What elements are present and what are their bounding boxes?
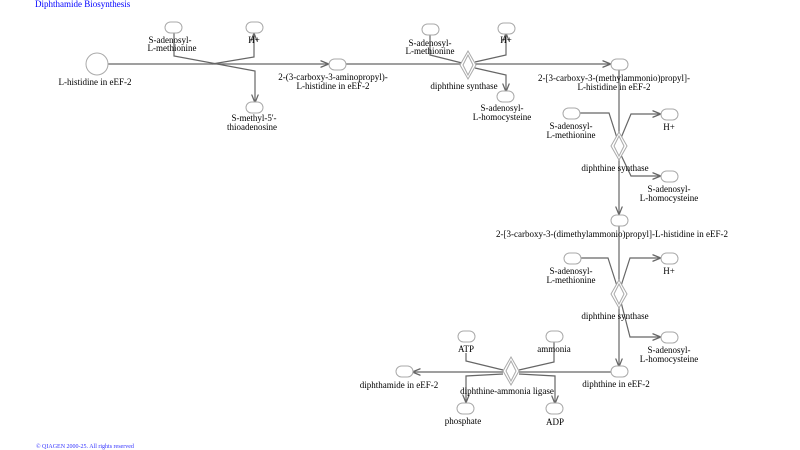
edge-h3: [620, 114, 660, 139]
node-label: L-histidine in eEF-2: [59, 77, 132, 87]
node-mta[interactable]: S-methyl-5'- thioadenosine: [227, 101, 277, 132]
node-diphthine[interactable]: diphthine in eEF-2: [582, 365, 650, 389]
enzyme-e3[interactable]: diphthine synthase: [581, 278, 649, 321]
edge-sah3: [620, 154, 660, 176]
enzyme-e4[interactable]: diphthine-ammonia ligase: [460, 355, 554, 396]
edge-sam4: [580, 257, 618, 287]
edge-phosphate: [466, 373, 504, 402]
enzyme-e2[interactable]: diphthine synthase: [581, 130, 649, 173]
node-sah4[interactable]: S-adenosyl- L-homocysteine: [640, 331, 698, 364]
node-label: L-homocysteine: [640, 354, 698, 364]
node-l-histidine[interactable]: L-histidine in eEF-2: [59, 52, 132, 87]
node-label: L-histidine in eEF-2: [297, 81, 370, 91]
enzyme-label: diphthine synthase: [430, 81, 497, 91]
node-acp[interactable]: 2-(3-carboxy-3-aminopropyl)- L-histidine…: [278, 58, 388, 91]
node-label: S-adenosyl-: [481, 103, 524, 113]
node-label: 2-[3-carboxy-3-(methylammonio)propyl]-: [538, 73, 690, 83]
enzyme-e1[interactable]: diphthine synthase: [430, 49, 498, 91]
node-label: S-adenosyl-: [550, 266, 593, 276]
node-label: ammonia: [537, 344, 571, 354]
node-h3[interactable]: H+: [660, 108, 679, 132]
node-di[interactable]: 2-[3-carboxy-3-(dimethylammonio)propyl]-…: [496, 214, 728, 239]
node-label: L-methionine: [148, 43, 197, 53]
node-adp[interactable]: ADP: [545, 402, 564, 427]
node-mono[interactable]: 2-[3-carboxy-3-(methylammonio)propyl]- L…: [538, 58, 690, 92]
node-sah3[interactable]: S-adenosyl- L-homocysteine: [640, 170, 698, 203]
node-sam4[interactable]: S-adenosyl- L-methionine: [547, 252, 596, 285]
enzyme-label: diphthine synthase: [581, 163, 648, 173]
node-label: H+: [663, 266, 675, 276]
node-label: H+: [500, 35, 512, 45]
node-label: thioadenosine: [227, 122, 277, 132]
node-label: L-methionine: [547, 275, 596, 285]
node-h2[interactable]: H+: [497, 22, 516, 45]
node-label: ADP: [546, 417, 564, 427]
node-label: S-methyl-5'-: [231, 113, 276, 123]
node-label: S-adenosyl-: [648, 345, 691, 355]
node-label: L-methionine: [547, 130, 596, 140]
node-label: H+: [248, 35, 260, 45]
edge-atp: [465, 353, 504, 371]
node-sah2[interactable]: S-adenosyl- L-homocysteine: [473, 90, 531, 122]
node-phosphate[interactable]: phosphate: [445, 402, 482, 426]
edge-sam2: [429, 35, 463, 64]
node-label: 2-(3-carboxy-3-aminopropyl)-: [278, 72, 387, 82]
node-diphthamide[interactable]: diphthamide in eEF-2: [360, 365, 439, 390]
node-label: L-homocysteine: [640, 193, 698, 203]
edge-h2: [474, 34, 506, 63]
node-label: ATP: [458, 344, 474, 354]
node-label: diphthamide in eEF-2: [360, 380, 439, 390]
edge-sam3: [579, 112, 618, 139]
node-label: S-adenosyl-: [149, 35, 192, 45]
node-h4[interactable]: H+: [660, 252, 679, 276]
edge-sah4: [620, 301, 660, 337]
node-label: L-histidine in eEF-2: [578, 82, 651, 92]
pathway-title[interactable]: Diphthamide Biosynthesis: [35, 0, 131, 9]
node-sam1[interactable]: S-adenosyl- L-methionine: [148, 21, 197, 53]
node-h1[interactable]: H+: [245, 21, 264, 45]
node-label: H+: [663, 122, 675, 132]
edge-ammonia: [518, 341, 555, 371]
enzyme-label: diphthine-ammonia ligase: [460, 386, 554, 396]
edge-h4: [620, 258, 660, 287]
node-label: diphthine in eEF-2: [582, 379, 650, 389]
node-label: L-methionine: [406, 46, 455, 56]
node-atp[interactable]: ATP: [457, 330, 476, 354]
edge-adp: [518, 373, 555, 403]
node-label: 2-[3-carboxy-3-(dimethylammonio)propyl]-…: [496, 229, 728, 239]
node-label: phosphate: [445, 416, 482, 426]
node-label: S-adenosyl-: [409, 38, 452, 48]
node-label: L-homocysteine: [473, 112, 531, 122]
edge-sah2: [474, 67, 506, 91]
node-ammonia[interactable]: ammonia: [537, 330, 571, 354]
enzyme-label: diphthine synthase: [581, 311, 648, 321]
copyright-footer: © QIAGEN 2000-25. All rights reserved: [36, 443, 134, 450]
node-sam3[interactable]: S-adenosyl- L-methionine: [547, 107, 596, 140]
node-label: S-adenosyl-: [648, 184, 691, 194]
edge-h1: [211, 34, 254, 65]
node-sam2[interactable]: S-adenosyl- L-methionine: [406, 23, 455, 56]
node-label: S-adenosyl-: [550, 121, 593, 131]
